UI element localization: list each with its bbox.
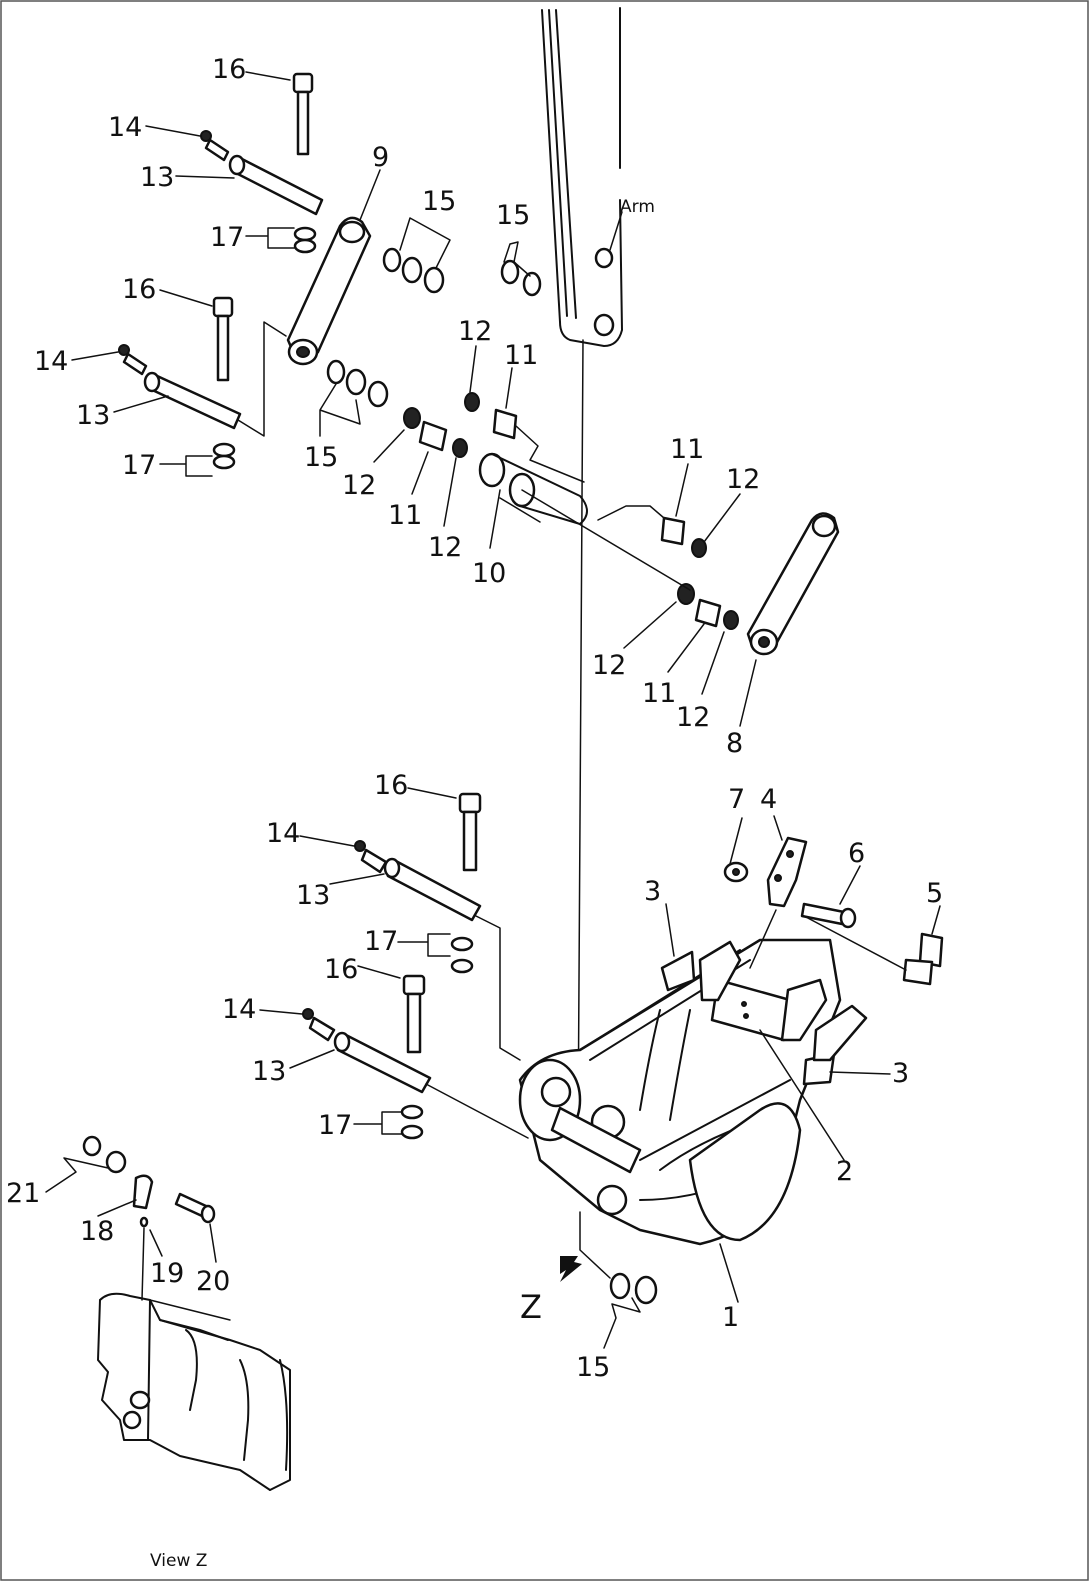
callout-1: 1 — [722, 1302, 739, 1333]
callout-12: 12 — [342, 470, 376, 501]
pin-13-lower-b — [333, 1031, 432, 1094]
link-8 — [746, 512, 840, 656]
callout-3: 3 — [644, 876, 661, 907]
tooth-4 — [766, 836, 808, 908]
pin-13-upper — [228, 154, 324, 216]
callout-21: 21 — [6, 1178, 40, 1209]
callout-14: 14 — [34, 346, 68, 377]
bolt-16-lower-b — [402, 974, 426, 1054]
callout-8: 8 — [726, 728, 743, 759]
bolt-16-middle — [212, 296, 234, 382]
callout-14: 14 — [266, 818, 300, 849]
bucket-ears — [698, 940, 868, 1062]
callout-12: 12 — [458, 316, 492, 347]
callout-9: 9 — [372, 142, 389, 173]
callout-6: 6 — [848, 838, 865, 869]
view-z-arrow — [560, 1256, 582, 1282]
callout-13: 13 — [140, 162, 174, 193]
pin-13-middle — [143, 371, 242, 430]
callout-12: 12 — [428, 532, 462, 563]
callout-16: 16 — [374, 770, 408, 801]
callout-14: 14 — [108, 112, 142, 143]
link-10 — [478, 452, 691, 591]
callout-14: 14 — [222, 994, 256, 1025]
callout-17: 17 — [318, 1110, 352, 1141]
shims-15-upper — [326, 247, 542, 408]
bolt-6 — [800, 902, 857, 929]
callout-2: 2 — [836, 1156, 853, 1187]
callout-13: 13 — [252, 1056, 286, 1087]
grease-fitting-14-middle — [118, 344, 148, 376]
callout-12: 12 — [592, 650, 626, 681]
nuts-17-upper — [293, 226, 317, 254]
callout-16: 16 — [212, 54, 246, 85]
callout-17: 17 — [122, 450, 156, 481]
callout-16: 16 — [122, 274, 156, 305]
callout-5: 5 — [926, 878, 943, 909]
callout-4: 4 — [760, 784, 777, 815]
callout-12: 12 — [676, 702, 710, 733]
callout-15: 15 — [496, 200, 530, 231]
callout-19: 19 — [150, 1258, 184, 1289]
nuts-17-lower-b — [400, 1104, 424, 1140]
callout-17: 17 — [364, 926, 398, 957]
grease-fitting-14-lower-a — [354, 840, 388, 874]
bolt-16-lower-a — [458, 792, 482, 872]
callout-16: 16 — [324, 954, 358, 985]
plate-3-left — [660, 950, 696, 992]
pin-13-lower-a — [383, 857, 482, 922]
nut-7 — [723, 861, 749, 883]
shims-15-lower — [609, 1272, 658, 1305]
callout-10: 10 — [472, 558, 506, 589]
lock-5 — [902, 932, 944, 986]
arm — [541, 7, 623, 1141]
view-z-caption: View Z — [150, 1551, 207, 1571]
callout-13: 13 — [296, 880, 330, 911]
callout-18: 18 — [80, 1216, 114, 1247]
callout-7: 7 — [728, 784, 745, 815]
callout-17: 17 — [210, 222, 244, 253]
bushings-11-12 — [403, 392, 739, 630]
callout-20: 20 — [196, 1266, 230, 1297]
callout-11: 11 — [642, 678, 676, 709]
view-z-marker: Z — [520, 1288, 542, 1326]
callout-11: 11 — [504, 340, 538, 371]
arm-label: Arm — [620, 197, 655, 217]
view-z-inset — [82, 1135, 291, 1491]
callout-13: 13 — [76, 400, 110, 431]
callout-15: 15 — [576, 1352, 610, 1383]
callout-15: 15 — [304, 442, 338, 473]
nuts-17-lower-a — [450, 936, 474, 974]
bolt-16-upper — [292, 72, 314, 156]
grease-fitting-14-lower-b — [302, 1008, 336, 1042]
link-9 — [286, 216, 372, 366]
callout-12: 12 — [726, 464, 760, 495]
grease-fitting-14-upper — [200, 130, 230, 162]
nuts-17-middle — [212, 442, 236, 470]
callout-leaders — [45, 71, 941, 1349]
callout-11: 11 — [670, 434, 704, 465]
callout-15: 15 — [422, 186, 456, 217]
callout-11: 11 — [388, 500, 422, 531]
callout-3: 3 — [892, 1058, 909, 1089]
